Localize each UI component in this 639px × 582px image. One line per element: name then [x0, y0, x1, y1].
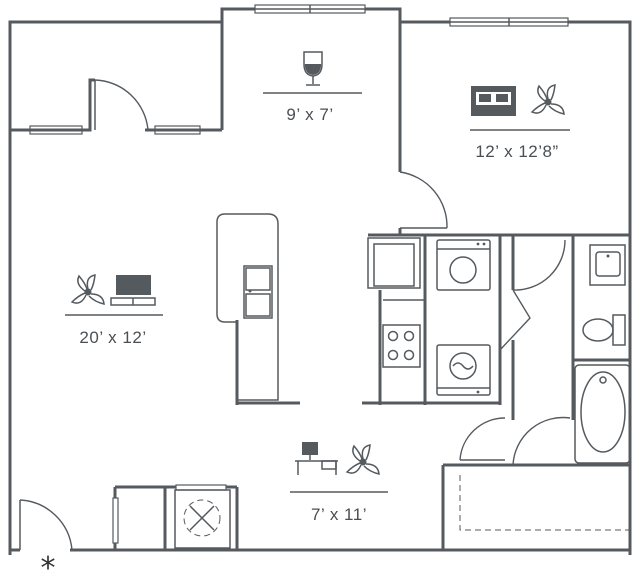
washer-icon — [436, 239, 491, 291]
office-dimensions: 7’ x 11’ — [311, 505, 367, 524]
ceiling-fan-icon — [70, 274, 105, 305]
ceiling-fan-icon — [345, 444, 380, 475]
laundry — [436, 239, 491, 396]
kitchen-appliances — [367, 237, 425, 368]
bedroom-dimensions: 12’ x 12’8” — [475, 142, 558, 161]
office: 7’ x 11’ — [290, 442, 388, 524]
desk-icon — [295, 442, 338, 475]
outer-walls — [8, 7, 632, 555]
kitchen-island — [216, 213, 279, 401]
toilet-icon — [582, 314, 626, 346]
dining-room-dimensions: 9’ x 7’ — [286, 105, 333, 124]
doors — [19, 79, 571, 551]
sink-icon — [243, 265, 273, 319]
hvac-closet — [174, 489, 231, 549]
stove-icon — [382, 324, 421, 368]
entry-marker: * — [41, 551, 56, 582]
bathroom-fixtures — [574, 244, 631, 464]
bathtub-icon — [574, 364, 631, 464]
tv-icon — [110, 275, 156, 306]
patio — [459, 475, 630, 531]
dryer-icon — [436, 344, 491, 396]
interior-walls — [10, 22, 630, 550]
bedroom: 12’ x 12’8” — [470, 84, 570, 161]
wine-glass-icon — [303, 51, 323, 86]
living-room-dimensions: 20’ x 12’ — [79, 328, 146, 347]
living-room: 20’ x 12’ — [65, 274, 163, 347]
refrigerator-icon — [367, 237, 421, 289]
vanity-sink-icon — [589, 244, 626, 286]
bed-icon — [471, 86, 516, 116]
ceiling-fan-icon — [530, 84, 565, 115]
dining-room: 9’ x 7’ — [263, 51, 362, 124]
